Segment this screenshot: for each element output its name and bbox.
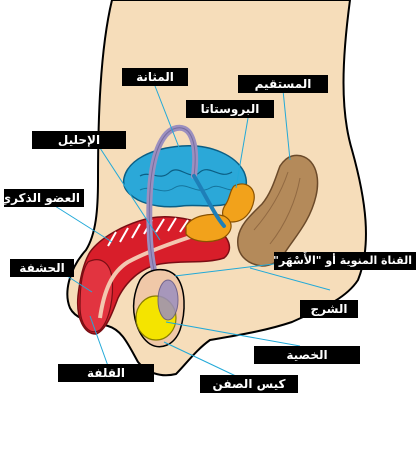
label-perineum: الشرج <box>300 300 358 318</box>
label-vas-deferens: القناة المنوية أو "الأَسْهَر" <box>274 252 416 270</box>
label-foreskin: القلفة <box>58 364 154 382</box>
label-testis: الخصية <box>254 346 360 364</box>
label-glans: الحشفة <box>10 259 74 277</box>
label-rectum: المستقيم <box>238 75 328 93</box>
epididymis-shape <box>158 280 178 320</box>
label-scrotum: كيس الصفن <box>200 375 298 393</box>
label-urethra: الإحليل <box>32 131 126 149</box>
label-penis: العضو الذكري <box>4 189 84 207</box>
label-bladder: المثانة <box>122 68 188 86</box>
label-prostate: البروستاتا <box>186 100 274 118</box>
